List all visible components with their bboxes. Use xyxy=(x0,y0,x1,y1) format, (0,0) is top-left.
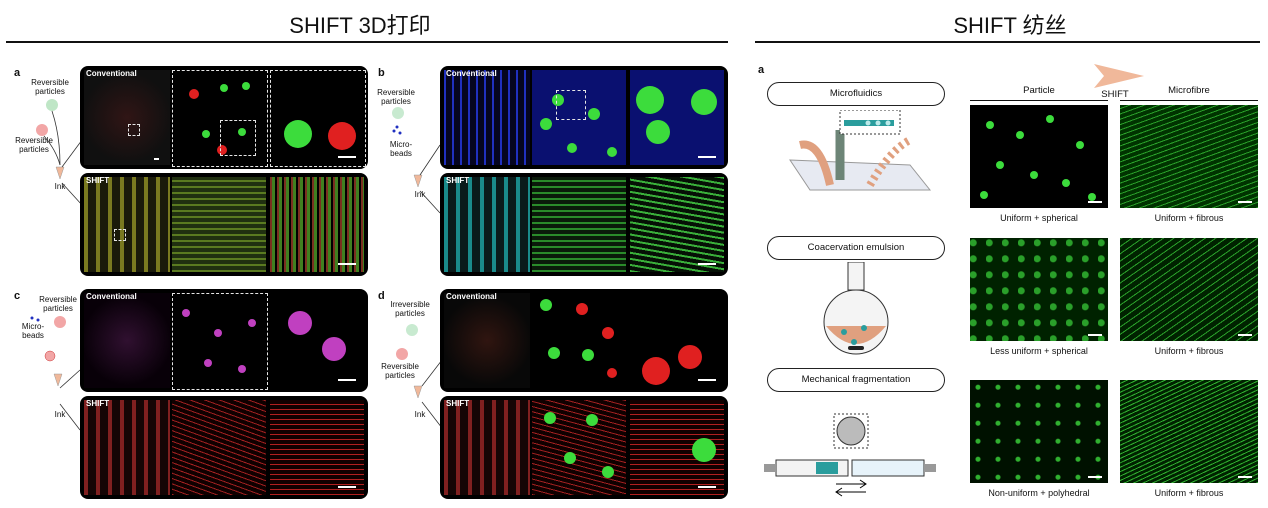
schematic-a-text-2: Reversible particles xyxy=(15,136,53,154)
panel-label-c: c xyxy=(14,290,21,302)
panel-d-shift: SHIFT xyxy=(440,396,728,499)
method-mechanical-fragmentation: Mechanical fragmentation xyxy=(767,368,945,392)
shift-arrow-icon xyxy=(1094,64,1144,88)
microfluidics-illustration xyxy=(789,110,932,191)
panel-a-shift-tag: SHIFT xyxy=(86,176,110,185)
particle-caption-2: Less uniform + spherical xyxy=(990,346,1088,356)
panel-c-shift: SHIFT xyxy=(80,396,368,499)
panel-b-shift-tag: SHIFT xyxy=(446,176,470,185)
column-header-particle: Particle xyxy=(1023,85,1055,96)
particle-image-2 xyxy=(970,238,1108,341)
panel-b-shift: SHIFT xyxy=(440,173,728,276)
microfibre-header-rule xyxy=(1120,100,1258,101)
fibre-image-2 xyxy=(1120,238,1258,341)
right-title-rule xyxy=(755,41,1260,43)
schematic-b-text-1: Reversible particles xyxy=(377,88,415,106)
panel-label-b: b xyxy=(378,67,385,79)
column-header-microfibre: Microfibre xyxy=(1168,85,1210,96)
schematic-a-text-1: Reversible particles xyxy=(31,78,69,96)
schematic-c-text-1: Reversible particles xyxy=(39,295,77,313)
fragmentation-illustration xyxy=(764,413,936,497)
schematic-d-text-1: Irreversible particles xyxy=(390,300,430,318)
schematic-b-graphic xyxy=(392,107,441,214)
panel-c-shift-tag: SHIFT xyxy=(86,399,110,408)
schematic-a-text-3: Ink xyxy=(54,182,66,191)
column-header-shift: SHIFT xyxy=(1101,89,1129,100)
fibre-caption-3: Uniform + fibrous xyxy=(1154,488,1224,498)
method-microfluidics: Microfluidics xyxy=(767,82,945,106)
panel-label-d: d xyxy=(378,290,385,302)
fibre-image-1 xyxy=(1120,105,1258,208)
schematic-d-graphic xyxy=(396,324,443,429)
panel-a-conventional: Conventional xyxy=(80,66,368,169)
particle-caption-1: Uniform + spherical xyxy=(1000,213,1078,223)
right-section-title: SHIFT 纺丝 xyxy=(953,13,1067,38)
panel-c-conventional: Conventional xyxy=(80,289,368,392)
coacervation-illustration xyxy=(823,262,889,355)
panel-label-a: a xyxy=(14,67,21,79)
schematic-b-text-3: Ink xyxy=(414,190,426,199)
schematic-d-text-2: Reversible particles xyxy=(381,362,419,380)
panel-d-conventional: Conventional xyxy=(440,289,728,392)
panel-d-shift-tag: SHIFT xyxy=(446,399,470,408)
schematic-c-graphic xyxy=(30,316,81,431)
particle-image-1 xyxy=(970,105,1108,208)
fibre-caption-2: Uniform + fibrous xyxy=(1154,346,1224,356)
fibre-caption-1: Uniform + fibrous xyxy=(1154,213,1224,223)
left-title-rule xyxy=(6,41,728,43)
panel-c-conventional-tag: Conventional xyxy=(86,292,137,301)
left-section-title: SHIFT 3D打印 xyxy=(289,13,431,38)
particle-image-3 xyxy=(970,380,1108,483)
fibre-image-3 xyxy=(1120,380,1258,483)
right-panel-label: a xyxy=(758,64,765,76)
method-coacervation: Coacervation emulsion xyxy=(767,236,945,260)
particle-caption-3: Non-uniform + polyhedral xyxy=(988,488,1090,498)
schematic-c-text-2: Micro- beads xyxy=(21,322,45,340)
panel-d-conventional-tag: Conventional xyxy=(446,292,497,301)
schematic-c-text-3: Ink xyxy=(54,410,66,419)
panel-a-conventional-tag: Conventional xyxy=(86,69,137,78)
panel-a-shift: SHIFT xyxy=(80,173,368,276)
schematic-b-text-2: Micro- beads xyxy=(389,140,413,158)
schematic-d-text-3: Ink xyxy=(414,410,426,419)
particle-header-rule xyxy=(970,100,1108,101)
panel-b-conventional: Conventional xyxy=(440,66,728,169)
panel-b-conventional-tag: Conventional xyxy=(446,69,497,78)
